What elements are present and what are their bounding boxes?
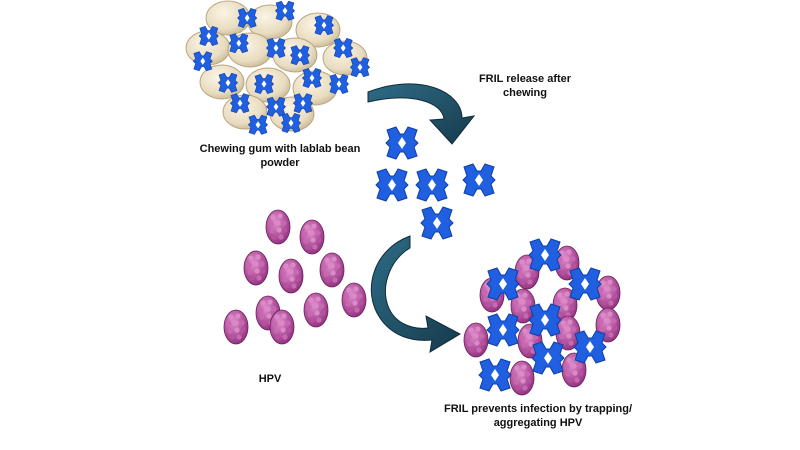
gum-caption-line-2: powder <box>260 157 300 169</box>
fril-hpv-aggregate <box>463 238 621 396</box>
release-arrow <box>367 83 476 145</box>
hpv-virus-particle-icon <box>265 209 291 245</box>
hpv-virus-particle-icon <box>269 309 295 345</box>
fril-lectin-icon <box>420 206 454 240</box>
release-caption: FRIL release after chewing <box>450 72 600 100</box>
curved-arrow-icon <box>370 235 462 353</box>
hpv-virus-particle-icon <box>243 250 269 286</box>
hpv-caption-text: HPV <box>258 373 282 385</box>
prevent-caption-line-1: FRIL prevents infection by trapping/ <box>443 403 633 415</box>
hpv-virus-particle-icon <box>509 360 535 396</box>
trapping-arrow <box>370 235 462 353</box>
fril-lectin-icon <box>385 126 419 160</box>
release-caption-line-2: chewing <box>502 87 547 99</box>
hpv-virus-particle-icon <box>299 219 325 255</box>
hpv-virus-particle-icon <box>278 258 304 294</box>
release-caption-line-1: FRIL release after <box>478 73 572 85</box>
hpv-caption: HPV <box>250 372 290 386</box>
fril-lectin-icon <box>528 303 562 337</box>
hpv-virus-particle-icon <box>341 282 367 318</box>
fril-lectin-icon <box>528 238 562 272</box>
prevent-caption-line-2: aggregating HPV <box>493 417 583 429</box>
fril-lectin-icon <box>531 341 565 375</box>
gum-caption: Chewing gum with lablab bean powder <box>180 142 380 170</box>
fril-lectin-icon <box>568 267 602 301</box>
curved-arrow-icon <box>367 83 476 145</box>
gum-caption-line-1: Chewing gum with lablab bean <box>199 143 361 155</box>
hpv-virus-particle-icon <box>223 309 249 345</box>
hpv-virus-particle-icon <box>303 292 329 328</box>
released-fril-group <box>375 126 496 240</box>
prevent-caption: FRIL prevents infection by trapping/ agg… <box>418 402 658 430</box>
fril-lectin-icon <box>415 168 449 202</box>
fril-lectin-icon <box>329 74 349 94</box>
fril-lectin-icon <box>478 358 512 392</box>
chewing-gum-pile <box>185 0 370 135</box>
hpv-particle-cluster <box>223 209 367 345</box>
fril-lectin-icon <box>462 163 496 197</box>
fril-lectin-icon <box>573 330 607 364</box>
hpv-virus-particle-icon <box>319 252 345 288</box>
hpv-virus-particle-icon <box>595 275 621 311</box>
fril-lectin-icon <box>486 313 520 347</box>
hpv-virus-particle-icon <box>463 322 489 358</box>
fril-lectin-icon <box>375 168 409 202</box>
